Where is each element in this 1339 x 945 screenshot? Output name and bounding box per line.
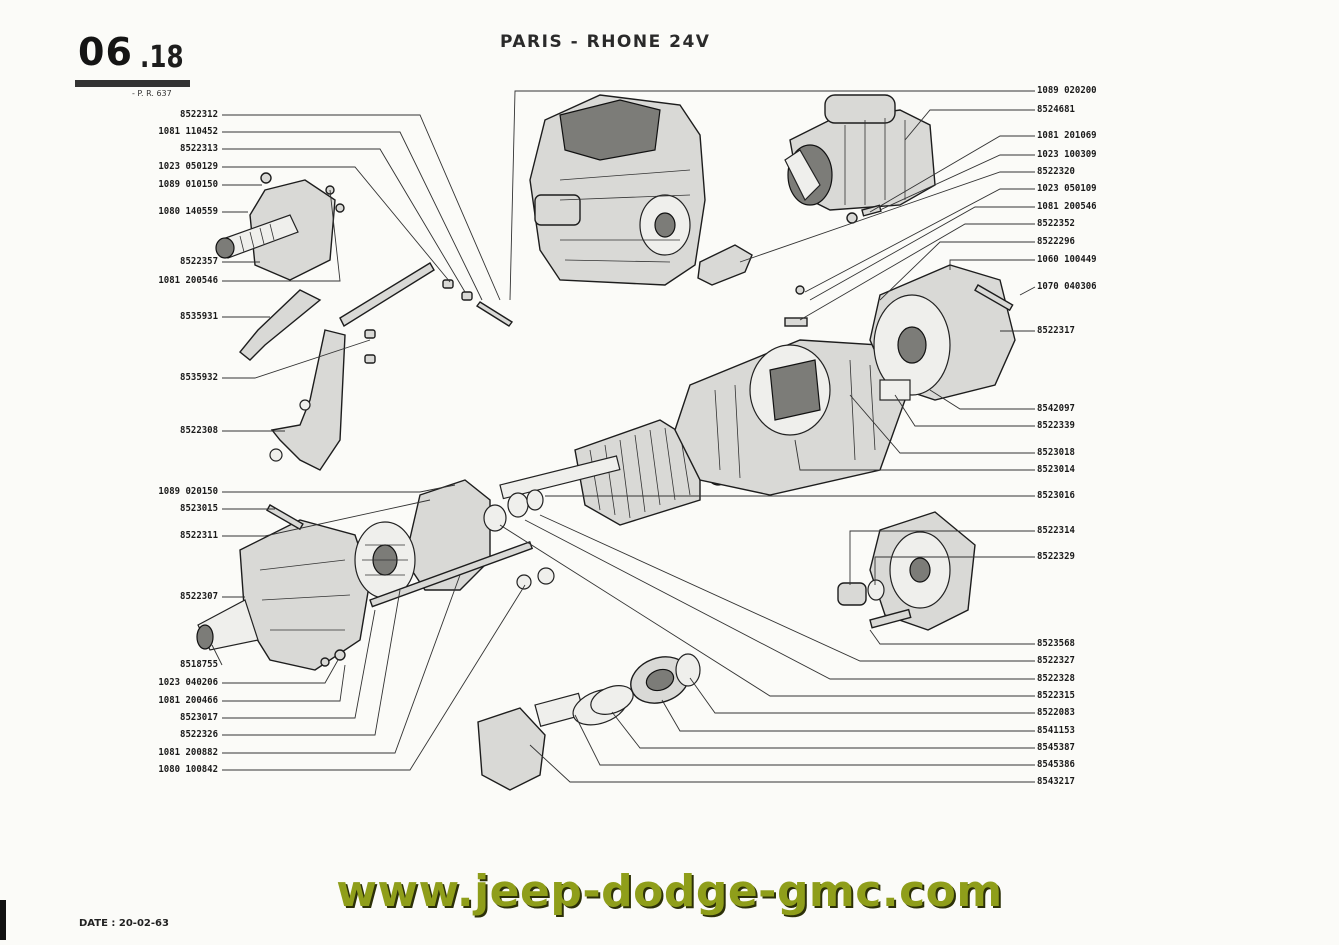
- part-number-label: 8545386: [1037, 759, 1075, 770]
- field-frame-part: [674, 339, 906, 496]
- pinion-drive-part: [477, 653, 701, 791]
- part-number-label: 8522320: [1037, 166, 1075, 177]
- part-number-label: 8535931: [180, 311, 218, 322]
- drive-end-housing-part: [196, 504, 371, 671]
- part-number-label: 8522308: [180, 425, 218, 436]
- part-number-label: 1081 110452: [158, 126, 218, 137]
- document-date: DATE : 20-02-63: [79, 918, 169, 929]
- part-number-label: 8523017: [180, 712, 218, 723]
- solenoid-bracket-part: [215, 172, 345, 281]
- starter-assembly-illustration: [784, 94, 936, 224]
- part-number-label: 8542097: [1037, 403, 1075, 414]
- part-number-label: 8522296: [1037, 236, 1075, 247]
- part-number-label: 8522307: [180, 591, 218, 602]
- part-number-label: 8522083: [1037, 707, 1075, 718]
- part-number-label: 8522311: [180, 530, 218, 541]
- part-number-label: 8522329: [1037, 551, 1075, 562]
- cover-plate-part: [837, 511, 976, 631]
- part-number-label: 8522339: [1037, 420, 1075, 431]
- part-number-label: 8523568: [1037, 638, 1075, 649]
- section-reference: - P. R. 637: [132, 89, 172, 98]
- part-number-label: 8523018: [1037, 447, 1075, 458]
- part-number-label: 8523015: [180, 503, 218, 514]
- part-number-label: 8522317: [1037, 325, 1075, 336]
- part-number-label: 1023 050129: [158, 161, 218, 172]
- section-subnumber: .18: [140, 40, 184, 75]
- part-number-label: 1080 100842: [158, 764, 218, 775]
- part-number-label: 8522352: [1037, 218, 1075, 229]
- part-number-label: 1023 040206: [158, 677, 218, 688]
- part-number-label: 1081 200546: [1037, 201, 1097, 212]
- part-number-label: 8545387: [1037, 742, 1075, 753]
- part-number-label: 8522312: [180, 109, 218, 120]
- part-number-label: 8522357: [180, 256, 218, 267]
- leader-lines-right: [499, 90, 1036, 783]
- part-number-label: 8524681: [1037, 104, 1075, 115]
- part-number-label: 8522313: [180, 143, 218, 154]
- shift-rod-part: [239, 262, 514, 471]
- bracket-part: [697, 244, 753, 286]
- part-number-label: 1089 010150: [158, 179, 218, 190]
- commutator-end-cover-part: [784, 264, 1016, 401]
- part-number-label: 1089 020150: [158, 486, 218, 497]
- engine-illustration: [529, 94, 706, 286]
- section-underline: [75, 80, 190, 87]
- part-number-label: 8522315: [1037, 690, 1075, 701]
- part-number-label: 1081 200882: [158, 747, 218, 758]
- part-number-label: 8522314: [1037, 525, 1075, 536]
- intermediate-bearing-part: [354, 479, 555, 608]
- part-number-label: 8522328: [1037, 673, 1075, 684]
- leader-lines-left: [211, 114, 526, 771]
- part-number-label: 1070 040306: [1037, 281, 1097, 292]
- part-number-label: 8523014: [1037, 464, 1075, 475]
- part-number-label: 1081 200546: [158, 275, 218, 286]
- part-number-label: 1023 100309: [1037, 149, 1097, 160]
- part-number-label: 1060 100449: [1037, 254, 1097, 265]
- part-number-label: 1081 201069: [1037, 130, 1097, 141]
- part-number-label: 8522327: [1037, 655, 1075, 666]
- part-number-label: 8535932: [180, 372, 218, 383]
- part-number-label: 1081 200466: [158, 695, 218, 706]
- part-number-label: 8518755: [180, 659, 218, 670]
- part-number-label: 1080 140559: [158, 206, 218, 217]
- part-number-label: 1089 020200: [1037, 85, 1097, 96]
- section-number: 06: [78, 30, 133, 74]
- part-number-label: 8541153: [1037, 725, 1075, 736]
- part-number-label: 8523016: [1037, 490, 1075, 501]
- part-number-label: 8522326: [180, 729, 218, 740]
- page-binding-mark: [0, 900, 6, 940]
- part-number-label: 1023 050109: [1037, 183, 1097, 194]
- part-number-label: 8543217: [1037, 776, 1075, 787]
- website-watermark: www.jeep-dodge-gmc.com: [336, 866, 1003, 917]
- page-title: PARIS - RHONE 24V: [500, 32, 711, 52]
